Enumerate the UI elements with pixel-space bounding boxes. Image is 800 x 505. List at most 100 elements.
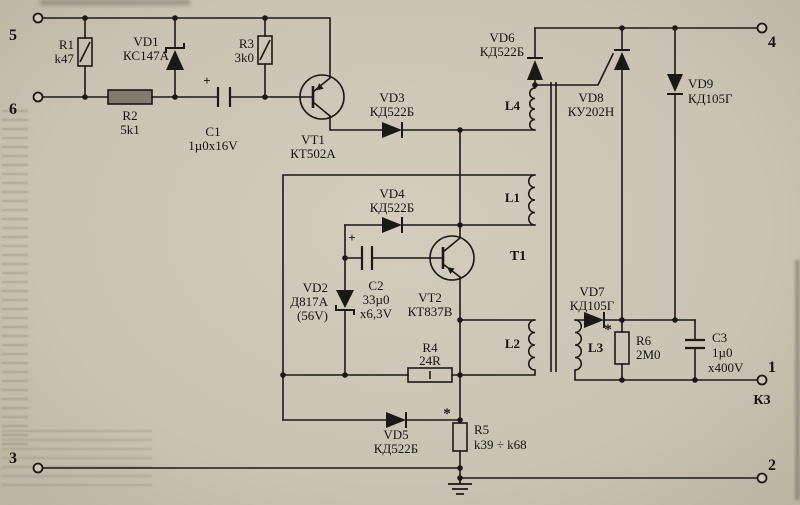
resistor-r2 <box>107 89 153 105</box>
junction-dot <box>82 15 88 21</box>
label-c2-val2: x6,3V <box>360 306 393 321</box>
junction-dot <box>280 372 286 378</box>
label-terminal-2: 2 <box>768 457 776 474</box>
junction-dot <box>672 25 678 31</box>
wire-vd8-gate <box>534 52 615 86</box>
junction-dot <box>692 377 698 383</box>
label-vd6-val: КД522Б <box>480 44 525 59</box>
ground-icon <box>448 478 472 495</box>
label-r6-ref: R6 <box>636 333 652 348</box>
label-vd9-val: КД105Г <box>688 91 733 106</box>
label-vd1-ref: VD1 <box>133 34 158 49</box>
label-r1-val: k47 <box>55 51 75 66</box>
label-r6-val: 2М0 <box>636 347 661 362</box>
label-vd9-ref: VD9 <box>688 76 713 91</box>
label-r2-val: 5k1 <box>120 122 140 137</box>
label-r5-val: k39 ÷ k68 <box>474 437 527 452</box>
winding-l3 <box>574 319 583 371</box>
junction-dot <box>619 317 625 323</box>
resistor-r4 <box>407 367 453 383</box>
label-terminal-4: 4 <box>768 34 776 51</box>
label-r5-asterisk: * <box>443 406 451 422</box>
resistor-r5 <box>452 422 468 452</box>
transistors <box>299 74 475 281</box>
label-c1-plus: + <box>203 73 210 88</box>
diode-vd3 <box>382 122 403 138</box>
label-r4-val: 24R <box>419 353 441 368</box>
resistor-r6 <box>614 331 630 365</box>
label-r3-ref: R3 <box>239 36 254 51</box>
resistors <box>77 35 630 452</box>
diode-vd5 <box>386 412 407 428</box>
diode-vd1-zener <box>165 43 185 70</box>
diode-vd4 <box>382 217 403 233</box>
label-r6-asterisk: * <box>604 322 612 338</box>
vt1-emitter-arrow <box>316 83 324 91</box>
diode-vd7 <box>584 312 605 328</box>
junction-dot <box>82 94 88 100</box>
capacitor-c1 <box>216 87 232 107</box>
junction-dot <box>619 377 625 383</box>
label-vd2-val2: (56V) <box>297 308 328 323</box>
junction-dot <box>172 94 178 100</box>
resistor-r3 <box>257 35 273 65</box>
label-c3-val2: x400V <box>708 360 744 375</box>
terminal-1 <box>756 374 768 386</box>
label-vd3-val: КД522Б <box>370 104 415 119</box>
label-c2-val: 33µ0 <box>363 292 390 307</box>
label-terminal-1: 1 <box>768 359 776 376</box>
label-vd4-val: КД522Б <box>370 200 415 215</box>
junction-dot <box>457 475 463 481</box>
label-vd5-val: КД522Б <box>374 441 419 456</box>
label-vd8-val: КУ202Н <box>568 104 615 119</box>
label-r4-ref: R4 <box>422 340 438 355</box>
label-vt1-val: КТ502А <box>290 146 336 161</box>
label-vd7-val: КД105Г <box>570 298 615 313</box>
label-c2-ref: C2 <box>368 278 383 293</box>
terminal-6 <box>32 91 44 103</box>
junction-dot <box>457 317 463 323</box>
label-t1-transformer: Т1 <box>510 249 526 264</box>
wire-l2-bottom <box>459 369 536 376</box>
label-l3: L3 <box>588 340 604 355</box>
label-l1: L1 <box>505 190 520 205</box>
winding-l1 <box>527 174 536 226</box>
label-vd8-ref: VD8 <box>578 90 603 105</box>
diode-vd6 <box>527 57 543 80</box>
resistor-r1 <box>77 37 93 67</box>
label-r5-ref: R5 <box>474 422 489 437</box>
label-c2-plus: + <box>348 230 355 245</box>
junction-dot <box>619 25 625 31</box>
junction-dot <box>262 15 268 21</box>
transformer-t1 <box>527 82 583 372</box>
transistor-vt2 <box>429 235 475 281</box>
label-r3-val: 3k0 <box>235 50 255 65</box>
terminal-4 <box>756 22 768 34</box>
wire-l1-top <box>282 174 536 421</box>
label-c1-val: 1µ0x16V <box>188 138 238 153</box>
label-vd2-ref: VD2 <box>303 280 328 295</box>
label-r1-ref: R1 <box>59 37 74 52</box>
junction-dot <box>457 372 463 378</box>
label-c1-ref: C1 <box>205 124 220 139</box>
capacitors <box>216 87 705 350</box>
diode-vd9 <box>667 74 683 95</box>
label-terminal-6: 6 <box>9 101 17 118</box>
label-vt2-ref: VT2 <box>418 290 442 305</box>
winding-l2 <box>527 319 536 371</box>
junction-dot <box>457 222 463 228</box>
diodes <box>165 43 683 428</box>
terminals <box>32 12 768 484</box>
junction-dot <box>342 255 348 261</box>
transistor-vt1 <box>299 74 345 120</box>
label-vt2-val: КТ837В <box>408 304 453 319</box>
label-l4: L4 <box>505 98 521 113</box>
label-r2-ref: R2 <box>122 108 137 123</box>
junction-dots <box>82 15 698 481</box>
label-c3-ref: C3 <box>712 330 727 345</box>
junction-dot <box>172 15 178 21</box>
label-terminal-5: 5 <box>9 27 17 44</box>
label-vd3-ref: VD3 <box>379 90 404 105</box>
